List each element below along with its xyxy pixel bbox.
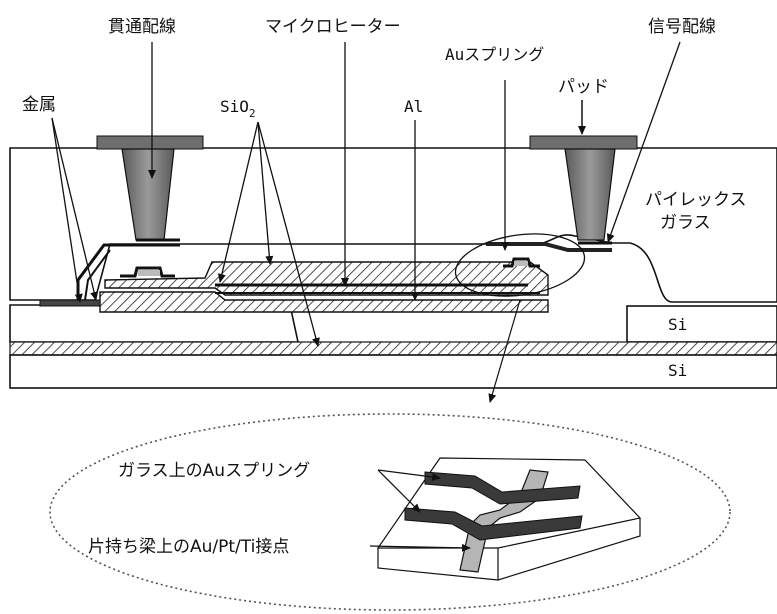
label-glass-au-spring: ガラス上のAuスプリング	[118, 461, 310, 481]
label-metal: 金属	[22, 95, 56, 115]
lower-si-substrate	[9, 354, 777, 389]
label-si-lower: Si	[668, 361, 687, 380]
leader-metal-2	[51, 117, 99, 301]
magnify-callout-large	[49, 413, 731, 611]
magnify-arrow	[488, 299, 521, 403]
label-au-spring: Auスプリング	[445, 45, 544, 64]
label-sio2: SiO2	[220, 97, 256, 120]
cantilever-contact-bump	[503, 257, 540, 268]
leader-zoom-au-spring-2	[377, 469, 421, 513]
through-wiring-pad	[96, 135, 204, 150]
leader-zoom-contact	[369, 543, 471, 552]
leader-zoom-au-spring-1	[377, 469, 441, 481]
cantilever-sio2-upper	[104, 261, 549, 296]
magnify-callout-small	[454, 233, 586, 297]
label-pyrex-line2: ガラス	[660, 213, 711, 233]
label-pyrex-line1: パイレックス	[645, 190, 747, 210]
au-spring-on-glass	[486, 242, 612, 252]
cantilever-bump-left	[120, 266, 175, 278]
zoom-au-spring-lower	[404, 507, 583, 541]
label-through-wiring: 貫通配線	[108, 17, 176, 37]
label-si-upper: Si	[668, 315, 687, 334]
leader-sio2-3	[257, 121, 320, 347]
leader-sio2-1	[217, 121, 259, 283]
leader-signal-wiring	[606, 41, 681, 243]
signal-via	[564, 148, 616, 241]
label-cantilever-contact: 片持ち梁上のAu/Pt/Ti接点	[88, 537, 289, 557]
leader-sio2-2	[257, 121, 274, 265]
metal-anchor-pad	[39, 299, 101, 307]
label-micro-heater: マイクロヒーター	[265, 17, 401, 37]
leader-metal-1	[51, 117, 83, 303]
label-al: Al	[404, 97, 423, 116]
signal-pad	[529, 135, 638, 150]
label-signal-wiring: 信号配線	[648, 17, 716, 37]
label-pad: パッド	[558, 77, 609, 97]
zoom-au-spring-upper	[424, 471, 581, 505]
sio2-buried-layer	[9, 341, 777, 356]
upper-si-block-right	[626, 305, 777, 343]
